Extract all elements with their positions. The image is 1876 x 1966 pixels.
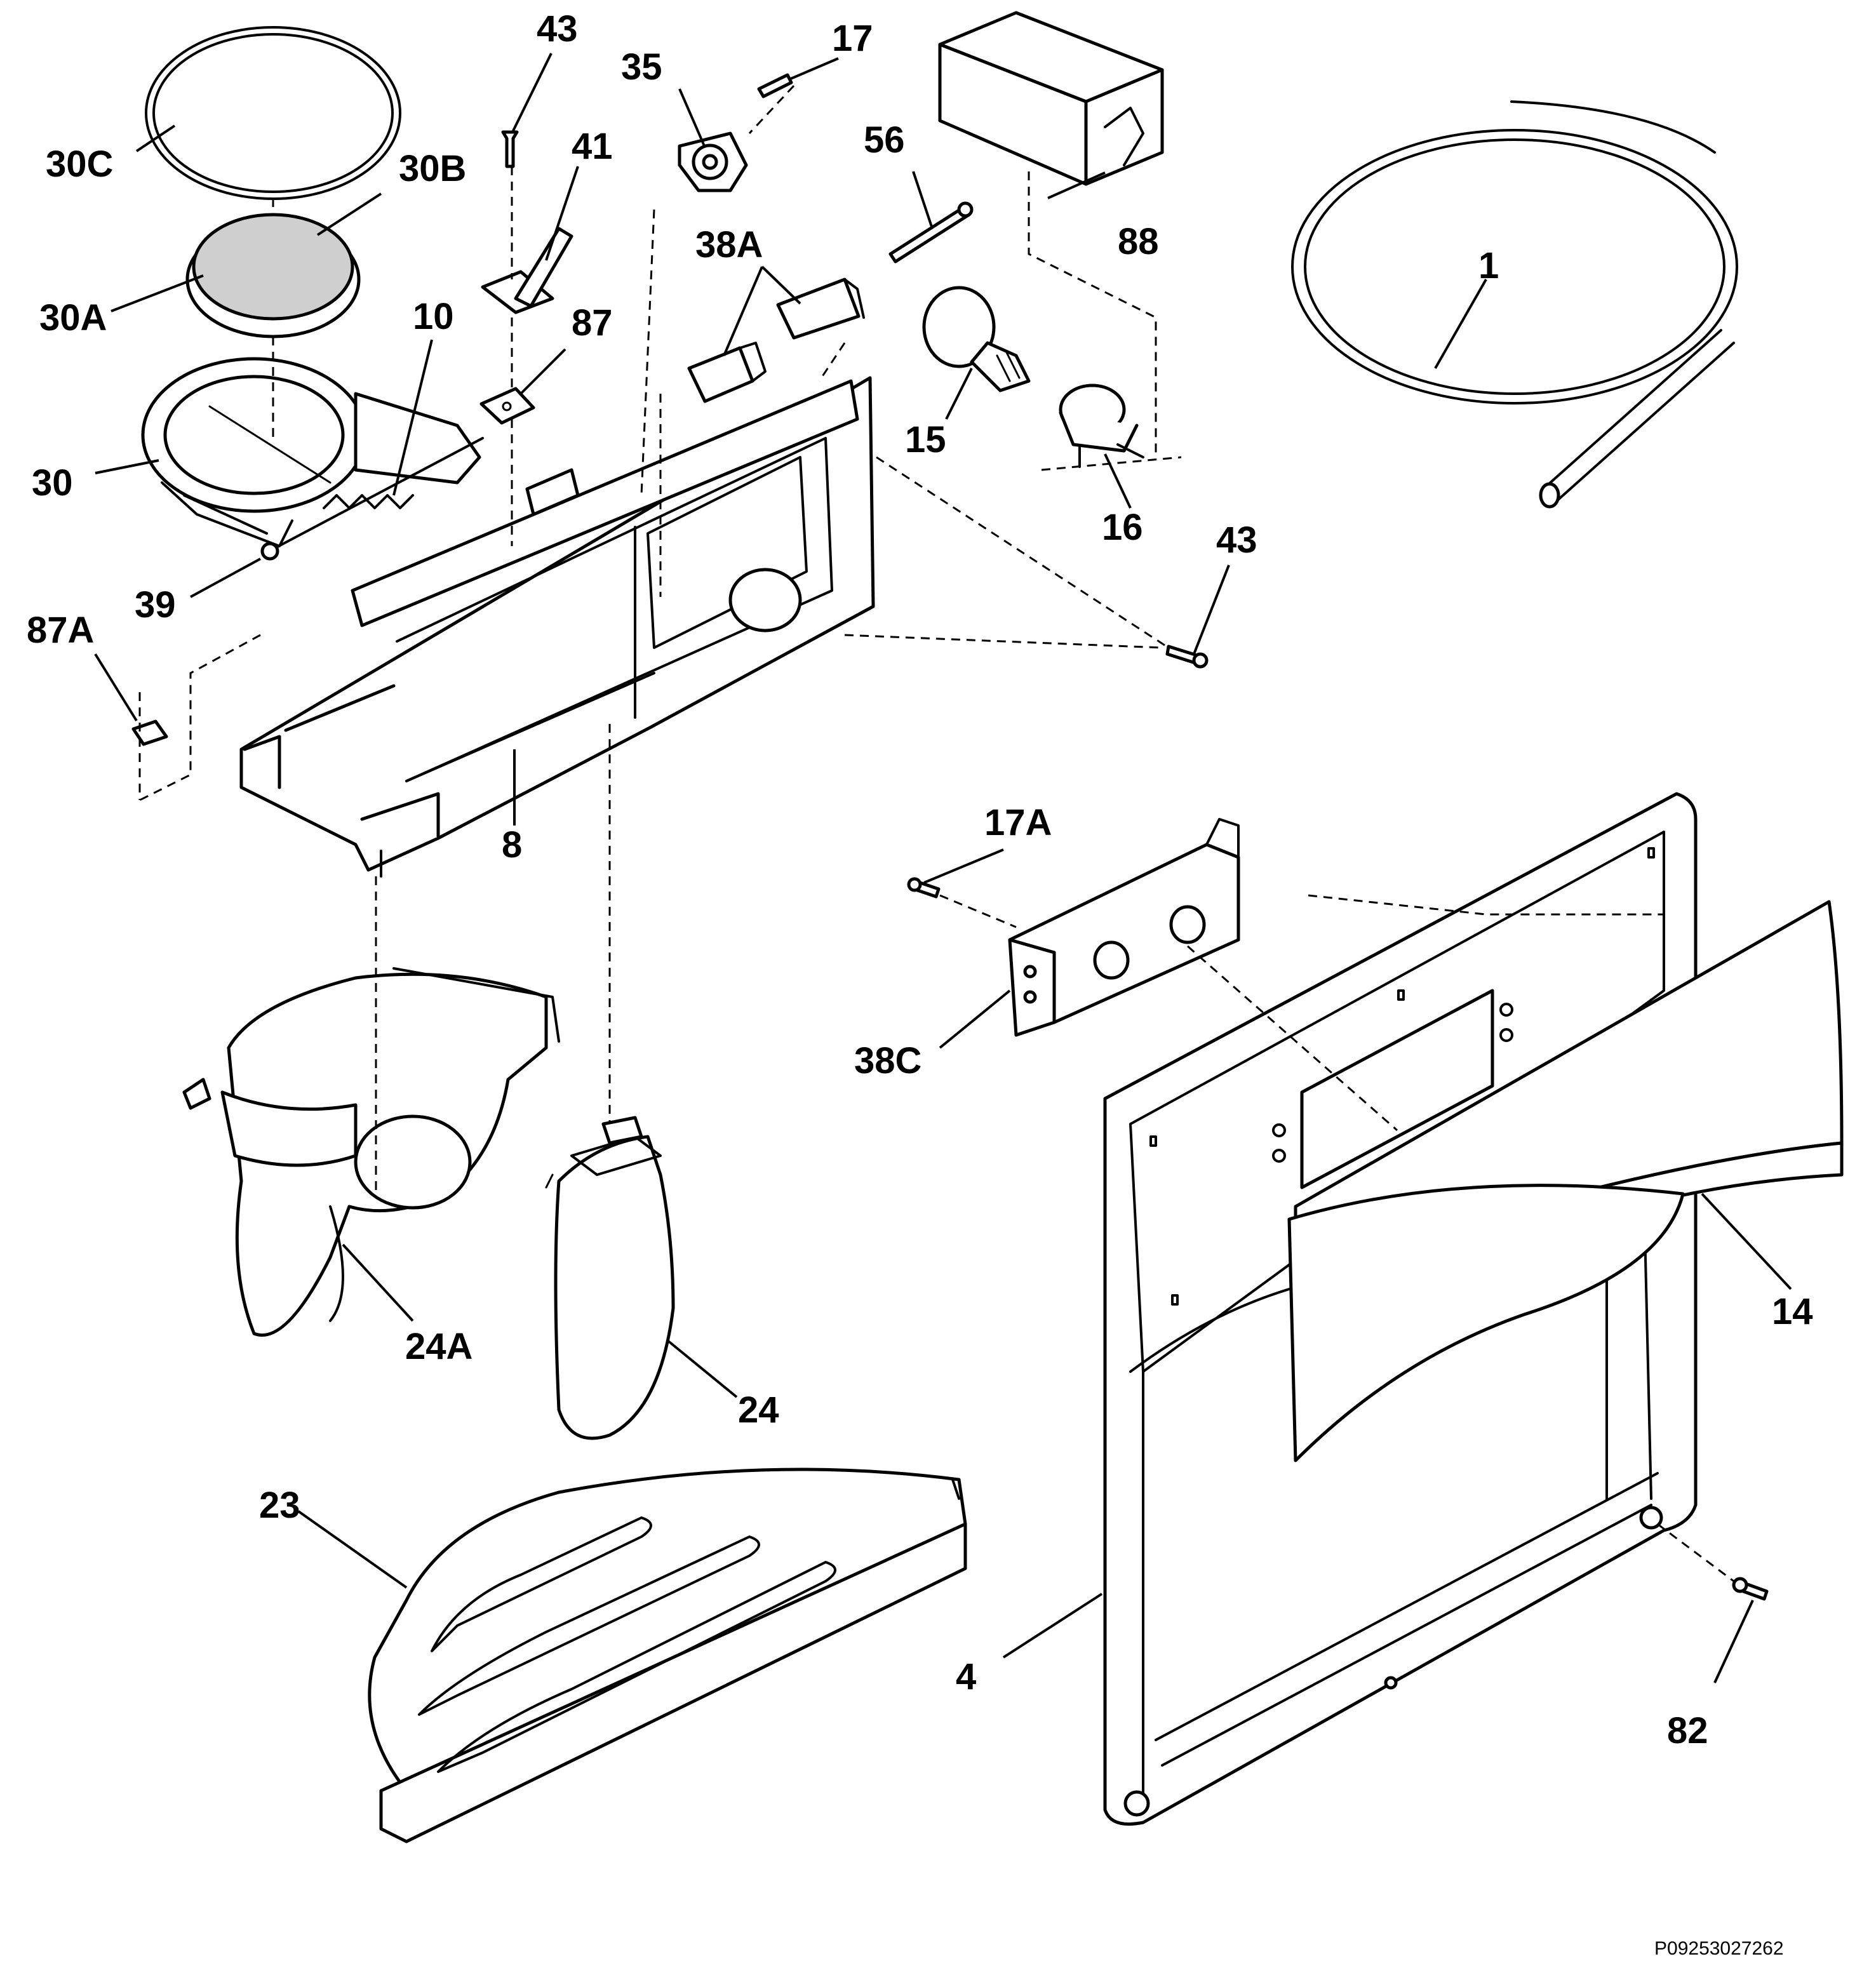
drawing-code: P09253027262 <box>1654 1938 1784 1959</box>
part-30c-gasket-ring <box>145 26 401 200</box>
callout-30b: 30B <box>399 148 466 189</box>
callout-41: 41 <box>572 126 613 167</box>
part-10-spring <box>323 494 414 509</box>
callout-23: 23 <box>259 1485 300 1526</box>
callout-87: 87 <box>572 302 613 344</box>
callout-38c: 38C <box>854 1040 921 1081</box>
part-17a-screw <box>907 877 941 899</box>
callout-43-right: 43 <box>1216 519 1257 561</box>
part-39-pivot-rod <box>260 437 484 561</box>
part-15-bulb <box>922 286 1031 392</box>
callout-16: 16 <box>1102 507 1143 548</box>
callout-88: 88 <box>1118 221 1159 262</box>
leader-lines <box>94 53 1792 1683</box>
part-24a-ice-funnel <box>182 967 560 1337</box>
callout-1: 1 <box>1478 245 1499 286</box>
part-17-screw <box>757 73 793 98</box>
part-88-light-cover <box>938 11 1164 186</box>
callout-35: 35 <box>621 46 662 88</box>
callout-24: 24 <box>738 1389 779 1431</box>
callout-labels: 43 17 35 56 88 30C 30B 41 38A 1 30A 10 8… <box>27 8 1813 1751</box>
callout-17a: 17A <box>984 802 1052 843</box>
callout-39: 39 <box>135 584 176 625</box>
part-16-socket <box>1059 384 1144 468</box>
callout-4: 4 <box>956 1656 976 1697</box>
part-38a-switch-left <box>687 342 767 403</box>
callout-56: 56 <box>864 119 905 161</box>
callout-15: 15 <box>905 419 946 460</box>
part-8-dispenser-housing <box>239 376 875 878</box>
part-35-switch <box>678 131 748 192</box>
part-14-dispenser-door <box>1287 900 1844 1462</box>
part-23-drip-tray <box>368 1468 967 1843</box>
part-82-screw <box>1732 1577 1769 1601</box>
part-87a-clip <box>131 719 168 746</box>
part-38c-switch-bracket <box>1008 818 1240 1037</box>
callout-17: 17 <box>832 18 873 59</box>
part-56-long-screw <box>888 201 974 264</box>
callout-30c: 30C <box>46 144 113 185</box>
callout-24a: 24A <box>405 1326 472 1367</box>
callout-14: 14 <box>1772 1291 1813 1332</box>
part-38a-switch-right <box>776 278 865 340</box>
part-30b-lens <box>185 213 361 338</box>
part-30-chute-door-frame <box>141 357 481 547</box>
callout-43-top: 43 <box>537 8 578 50</box>
part-87-pad <box>479 387 535 425</box>
callout-82: 82 <box>1667 1710 1708 1751</box>
part-43-screw-right <box>1165 645 1209 669</box>
callout-30a: 30A <box>39 297 107 338</box>
callout-30: 30 <box>32 462 73 504</box>
part-1-water-tube <box>1291 100 1738 509</box>
part-41-bracket <box>481 227 573 314</box>
callout-38a: 38A <box>695 224 763 265</box>
assembly-dash-lines <box>138 84 1734 1582</box>
part-43-screw-top <box>501 130 519 168</box>
callout-10: 10 <box>413 296 454 337</box>
callout-8: 8 <box>502 824 522 866</box>
part-24-water-arm <box>545 1116 675 1440</box>
callout-87a: 87A <box>27 610 94 651</box>
